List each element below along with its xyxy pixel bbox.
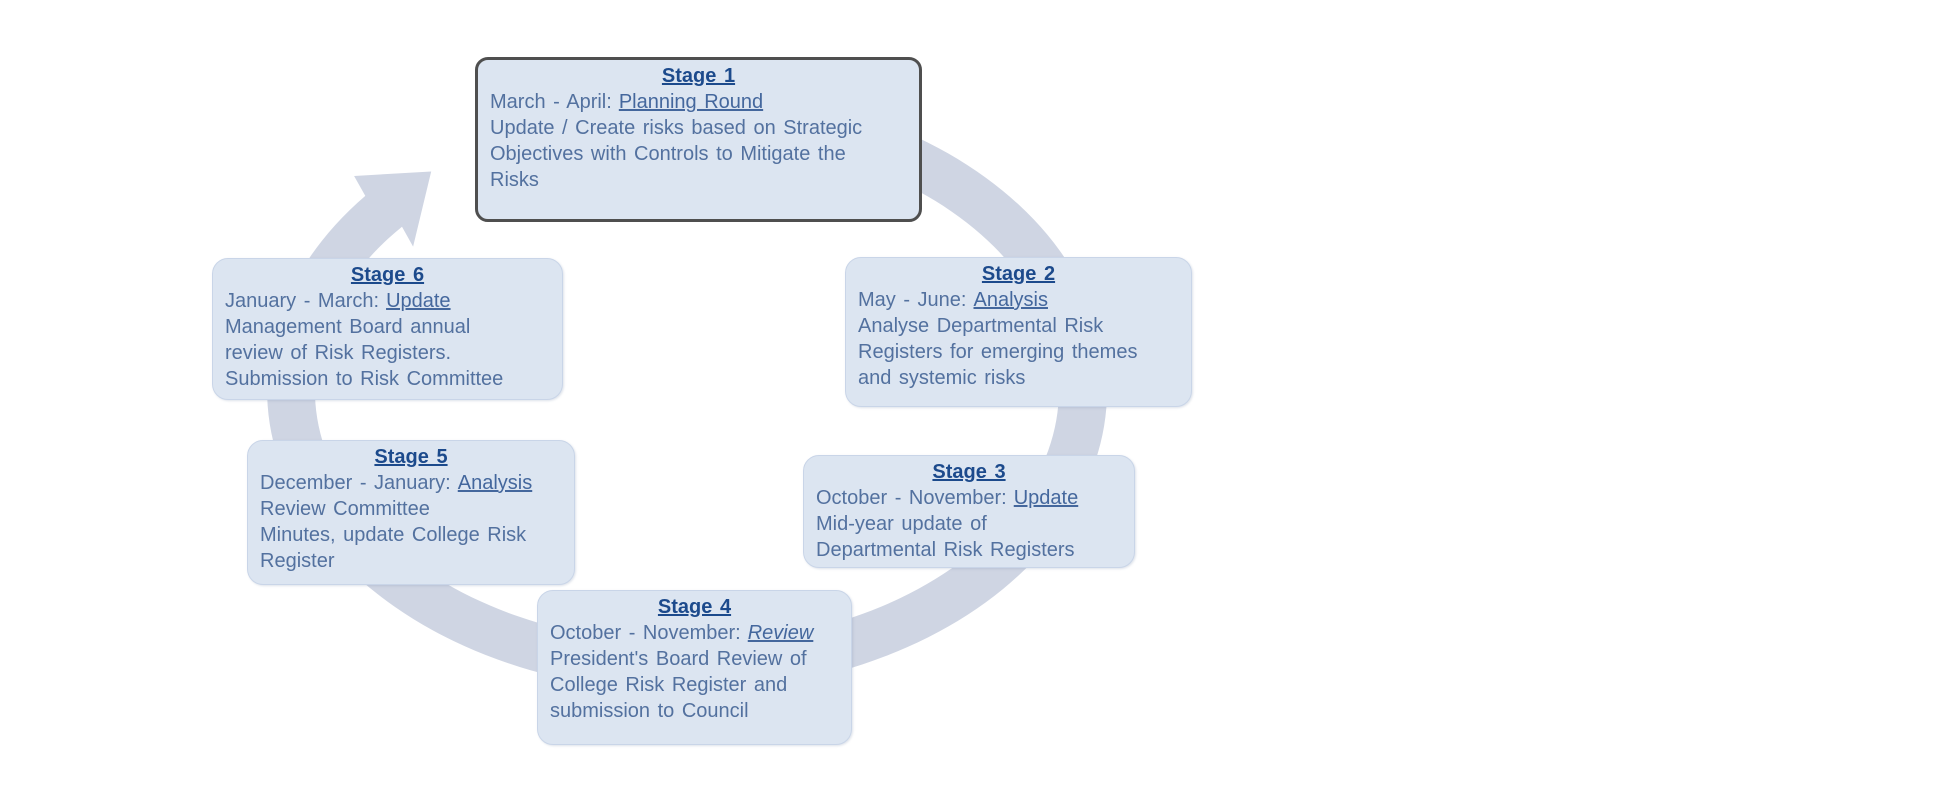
stage-3-description: Mid-year update of Departmental Risk Reg… bbox=[816, 513, 1075, 561]
stage-6-box: Stage 6 January - March: Update Managemen… bbox=[212, 258, 563, 400]
stage-4-title: Stage 4 bbox=[657, 596, 732, 618]
stage-4-period-line: October - November: Review bbox=[550, 620, 839, 646]
stage-6-period-line: January - March: Update bbox=[225, 288, 550, 314]
stage-2-keyword: Analysis bbox=[973, 289, 1048, 311]
stage-6-keyword: Update bbox=[386, 290, 451, 312]
stage-6-period: January - March: bbox=[225, 290, 380, 312]
stage-4-period: October - November: bbox=[550, 622, 741, 644]
stage-3-period-line: October - November: Update bbox=[816, 485, 1122, 511]
stage-5-period-line: December - January: Analysis bbox=[260, 470, 562, 496]
stage-5-box: Stage 5 December - January: Analysis Revi… bbox=[247, 440, 575, 585]
stage-5-description: Review Committee Minutes, update College… bbox=[260, 498, 527, 572]
stage-2-description: Analyse Departmental Risk Registers for … bbox=[858, 315, 1138, 389]
stage-1-keyword: Planning Round bbox=[618, 91, 764, 113]
stage-3-title: Stage 3 bbox=[932, 461, 1006, 483]
stage-3-period: October - November: bbox=[816, 487, 1007, 509]
stage-3-keyword: Update bbox=[1013, 487, 1079, 509]
stage-1-description: Update / Create risks based on Strategic… bbox=[490, 117, 863, 191]
stage-1-period-line: March - April: Planning Round bbox=[490, 89, 907, 115]
stage-6-description: Management Board annual review of Risk R… bbox=[225, 316, 504, 390]
stage-2-period-line: May - June: Analysis bbox=[858, 287, 1179, 313]
stage-4-box: Stage 4 October - November: Review Presid… bbox=[537, 590, 852, 745]
stage-4-keyword: Review bbox=[747, 622, 814, 644]
stage-2-title: Stage 2 bbox=[981, 263, 1056, 285]
stage-6-title: Stage 6 bbox=[350, 264, 425, 286]
stage-5-keyword: Analysis bbox=[457, 472, 533, 494]
stage-3-box: Stage 3 October - November: Update Mid-ye… bbox=[803, 455, 1135, 568]
stage-5-title: Stage 5 bbox=[374, 446, 448, 468]
stage-1-box: Stage 1 March - April: Planning Round Upd… bbox=[475, 57, 922, 222]
stage-4-description: President's Board Review of College Risk… bbox=[550, 648, 807, 722]
stage-2-box: Stage 2 May - June: Analysis Analyse Depa… bbox=[845, 257, 1192, 407]
stage-5-period: December - January: bbox=[260, 472, 451, 494]
stage-1-title: Stage 1 bbox=[661, 65, 736, 87]
stage-1-period: March - April: bbox=[490, 91, 612, 113]
stage-2-period: May - June: bbox=[858, 289, 967, 311]
